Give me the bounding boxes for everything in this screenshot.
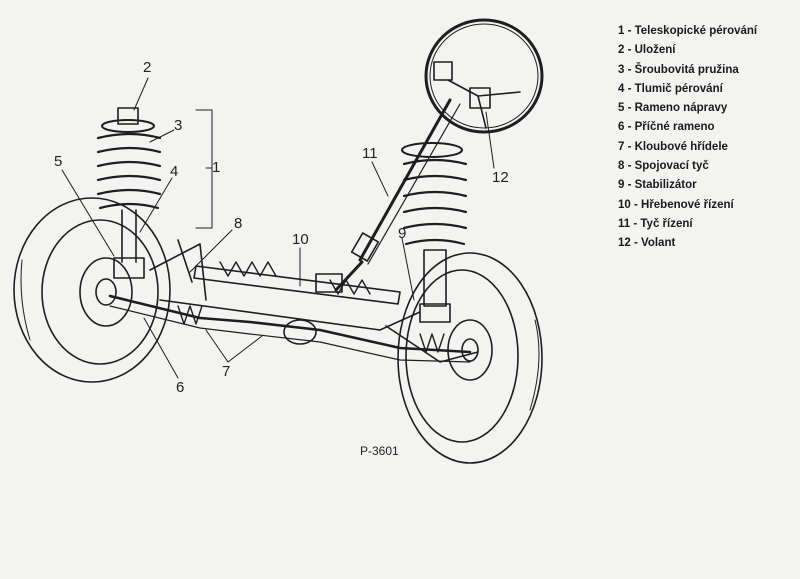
steering-rack <box>193 261 401 305</box>
figure-code: P-3601 <box>360 444 399 458</box>
callout-5: 5 <box>54 153 63 170</box>
callout-6: 6 <box>176 379 185 396</box>
legend-item: 5 - Rameno nápravy <box>618 102 728 115</box>
legend-item: 11 - Tyč řízení <box>618 217 693 230</box>
callout-10: 10 <box>292 231 309 248</box>
legend-item: 12 - Volant <box>618 237 676 250</box>
callout-1: 1 <box>212 159 221 176</box>
callout-3: 3 <box>174 117 183 134</box>
legend-item: 1 - Teleskopické pérování <box>618 25 758 37</box>
legend-item: 2 - Uložení <box>618 44 676 57</box>
drive-shafts <box>108 294 472 363</box>
legend-item: 3 - Šroubovitá pružina <box>618 63 739 76</box>
callout-4: 4 <box>170 163 179 180</box>
left-strut <box>96 107 162 279</box>
callout-7: 7 <box>222 363 231 380</box>
callout-8: 8 <box>234 215 243 232</box>
right-strut <box>401 142 468 323</box>
legend-item: 8 - Spojovací tyč <box>618 160 709 173</box>
callout-11: 11 <box>362 145 378 162</box>
parts-legend: 1 - Teleskopické pérování 2 - Uložení 3 … <box>618 22 757 254</box>
steering-wheel <box>424 18 544 134</box>
left-wheel <box>13 197 171 383</box>
subframe <box>149 239 479 363</box>
callout-9: 9 <box>398 225 407 242</box>
callout-2: 2 <box>143 59 152 76</box>
steering-shaft <box>334 98 461 292</box>
legend-item: 10 - Hřebenové řízení <box>618 198 734 211</box>
legend-item: 7 - Kloubové hřídele <box>618 140 728 153</box>
right-wheel <box>397 252 543 464</box>
legend-item: 9 - Stabilizátor <box>618 179 697 192</box>
leader-lines <box>61 77 495 379</box>
callout-12: 12 <box>492 169 509 186</box>
legend-item: 4 - Tlumič pérování <box>618 82 723 95</box>
legend-item: 6 - Příčné rameno <box>618 121 715 134</box>
